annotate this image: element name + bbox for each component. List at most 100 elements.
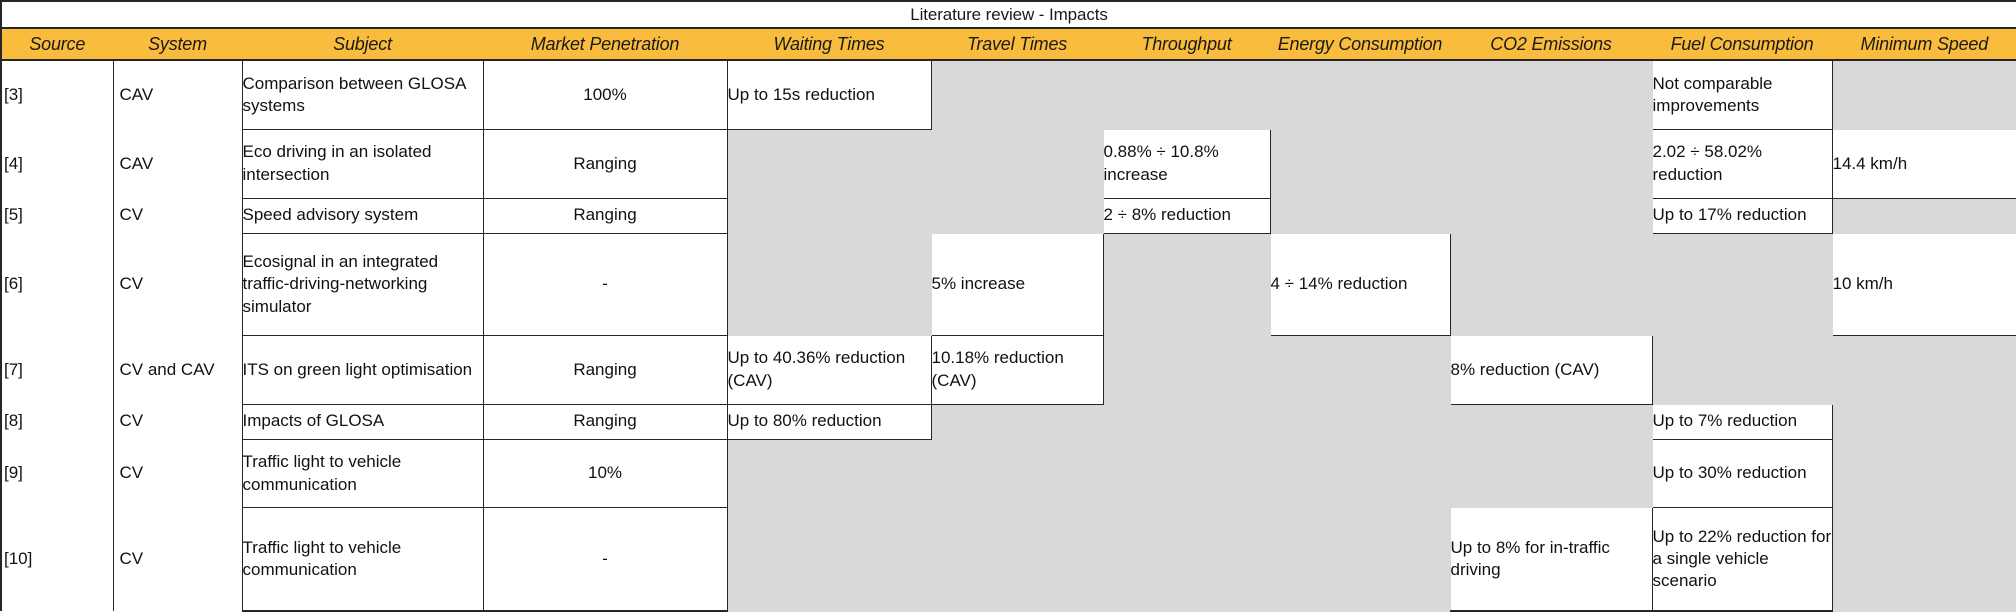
cell-fuel-consumption[interactable] [1651, 232, 1833, 336]
cell-fuel-consumption[interactable]: Up to 22% reduction for a single vehicle… [1651, 507, 1833, 612]
cell-throughput[interactable] [1102, 438, 1271, 509]
cell-subject[interactable]: Traffic light to vehicle communication [241, 507, 484, 612]
cell-waiting-times[interactable] [726, 507, 932, 612]
cell-throughput[interactable]: 2 ÷ 8% reduction [1102, 197, 1271, 234]
cell-travel-times[interactable] [930, 438, 1104, 509]
cell-minimum-speed[interactable] [1831, 507, 2016, 612]
cell-throughput[interactable] [1102, 403, 1271, 440]
cell-market-penetration[interactable]: 10% [482, 438, 728, 509]
cell-system[interactable]: CV [112, 439, 243, 508]
cell-subject[interactable]: Comparison between GLOSA systems [241, 59, 484, 130]
column-header-minimum-speed[interactable]: Minimum Speed [1831, 27, 2016, 61]
cell-subject[interactable]: Impacts of GLOSA [241, 403, 484, 440]
cell-market-penetration[interactable]: 100% [482, 59, 728, 130]
cell-fuel-consumption[interactable]: Not comparable improvements [1651, 59, 1833, 130]
cell-subject[interactable]: Ecosignal in an integrated traffic-drivi… [241, 232, 484, 336]
cell-fuel-consumption[interactable]: Up to 7% reduction [1651, 403, 1833, 440]
cell-travel-times[interactable] [930, 507, 1104, 612]
cell-minimum-speed[interactable]: 14.4 km/h [1831, 128, 2016, 199]
column-header-fuel-consumption[interactable]: Fuel Consumption [1651, 27, 1833, 61]
cell-waiting-times[interactable] [726, 232, 932, 336]
cell-energy-consumption[interactable] [1269, 128, 1451, 199]
cell-energy-consumption[interactable] [1269, 507, 1451, 612]
cell-travel-times[interactable]: 5% increase [930, 232, 1104, 336]
cell-co2-emissions[interactable] [1449, 232, 1653, 336]
cell-system[interactable]: CAV [112, 129, 243, 199]
cell-travel-times[interactable] [930, 197, 1104, 234]
cell-system[interactable]: CV [112, 198, 243, 234]
cell-fuel-consumption[interactable]: 2.02 ÷ 58.02% reduction [1651, 128, 1833, 199]
cell-co2-emissions[interactable] [1449, 197, 1653, 234]
cell-waiting-times[interactable]: Up to 15s reduction [726, 59, 932, 130]
cell-travel-times[interactable] [930, 128, 1104, 199]
cell-source[interactable]: [9] [0, 439, 114, 508]
cell-co2-emissions[interactable]: Up to 8% for in-traffic driving [1449, 507, 1653, 612]
column-header-market-penetration[interactable]: Market Penetration [482, 27, 728, 61]
cell-energy-consumption[interactable] [1269, 334, 1451, 405]
cell-travel-times[interactable] [930, 59, 1104, 130]
cell-co2-emissions[interactable] [1449, 403, 1653, 440]
cell-source[interactable]: [6] [0, 233, 114, 336]
cell-energy-consumption[interactable] [1269, 197, 1451, 234]
cell-co2-emissions[interactable]: 8% reduction (CAV) [1449, 334, 1653, 405]
cell-co2-emissions[interactable] [1449, 438, 1653, 509]
cell-market-penetration[interactable]: - [482, 507, 728, 612]
cell-source[interactable]: [5] [0, 198, 114, 234]
column-header-source[interactable]: Source [0, 27, 114, 61]
cell-minimum-speed[interactable] [1831, 403, 2016, 440]
cell-system[interactable]: CV [112, 233, 243, 336]
cell-minimum-speed[interactable] [1831, 334, 2016, 405]
column-header-system[interactable]: System [112, 27, 243, 61]
cell-minimum-speed[interactable] [1831, 59, 2016, 130]
cell-system[interactable]: CV and CAV [112, 335, 243, 405]
cell-source[interactable]: [8] [0, 404, 114, 440]
cell-fuel-consumption[interactable]: Up to 17% reduction [1651, 197, 1833, 234]
column-header-subject[interactable]: Subject [241, 27, 484, 61]
cell-market-penetration[interactable]: Ranging [482, 334, 728, 405]
cell-waiting-times[interactable] [726, 128, 932, 199]
cell-minimum-speed[interactable] [1831, 438, 2016, 509]
column-header-throughput[interactable]: Throughput [1102, 27, 1271, 61]
cell-energy-consumption[interactable] [1269, 59, 1451, 130]
cell-energy-consumption[interactable] [1269, 438, 1451, 509]
cell-energy-consumption[interactable] [1269, 403, 1451, 440]
cell-throughput[interactable] [1102, 507, 1271, 612]
cell-subject[interactable]: ITS on green light optimisation [241, 334, 484, 405]
cell-co2-emissions[interactable] [1449, 128, 1653, 199]
cell-throughput[interactable]: 0.88% ÷ 10.8% increase [1102, 128, 1271, 199]
cell-minimum-speed[interactable] [1831, 197, 2016, 234]
cell-source[interactable]: [4] [0, 129, 114, 199]
cell-system[interactable]: CV [112, 404, 243, 440]
cell-travel-times[interactable]: 10.18% reduction (CAV) [930, 334, 1104, 405]
cell-market-penetration[interactable]: Ranging [482, 403, 728, 440]
column-header-waiting-times[interactable]: Waiting Times [726, 27, 932, 61]
cell-subject[interactable]: Traffic light to vehicle communication [241, 438, 484, 509]
cell-travel-times[interactable] [930, 403, 1104, 440]
cell-throughput[interactable] [1102, 334, 1271, 405]
column-header-co2-emissions[interactable]: CO2 Emissions [1449, 27, 1653, 61]
cell-source[interactable]: [7] [0, 335, 114, 405]
cell-subject[interactable]: Eco driving in an isolated intersection [241, 128, 484, 199]
cell-waiting-times[interactable] [726, 438, 932, 509]
cell-minimum-speed[interactable]: 10 km/h [1831, 232, 2016, 336]
cell-market-penetration[interactable]: Ranging [482, 128, 728, 199]
column-header-travel-times[interactable]: Travel Times [930, 27, 1104, 61]
cell-system[interactable]: CAV [112, 60, 243, 130]
column-header-energy-consumption[interactable]: Energy Consumption [1269, 27, 1451, 61]
cell-fuel-consumption[interactable] [1651, 334, 1833, 405]
cell-throughput[interactable] [1102, 232, 1271, 336]
cell-energy-consumption[interactable]: 4 ÷ 14% reduction [1269, 232, 1451, 336]
cell-throughput[interactable] [1102, 59, 1271, 130]
cell-waiting-times[interactable] [726, 197, 932, 234]
cell-fuel-consumption[interactable]: Up to 30% reduction [1651, 438, 1833, 509]
cell-waiting-times[interactable]: Up to 80% reduction [726, 403, 932, 440]
cell-source[interactable]: [3] [0, 60, 114, 130]
cell-system[interactable]: CV [112, 507, 243, 611]
cell-subject[interactable]: Speed advisory system [241, 197, 484, 234]
cell-market-penetration[interactable]: - [482, 232, 728, 336]
cell-source[interactable]: [10] [0, 507, 114, 611]
cell-co2-emissions[interactable] [1449, 59, 1653, 130]
cell-market-penetration[interactable]: Ranging [482, 197, 728, 234]
cell-waiting-times[interactable]: Up to 40.36% reduction (CAV) [726, 334, 932, 405]
